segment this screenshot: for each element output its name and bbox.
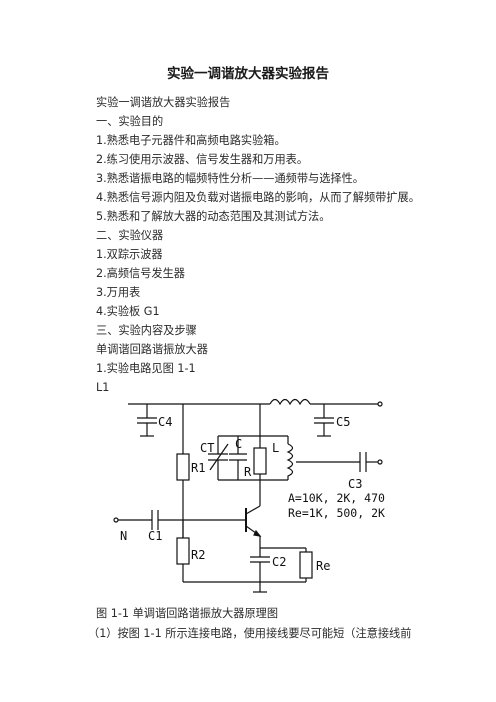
text-line: 2.练习使用示波器、信号发生器和万用表。 (96, 153, 309, 166)
text-line: 3.万用表 (96, 286, 141, 299)
label-ct: CT (200, 441, 214, 455)
transistor-collector (245, 505, 261, 515)
label-c5: C5 (336, 415, 350, 429)
supply-terminal (377, 401, 383, 407)
label-c2: C2 (272, 555, 286, 569)
ct-adjust-arrow (209, 443, 229, 471)
text-line: 2.高频信号发生器 (96, 267, 185, 280)
text-line: 二、实验仪器 (96, 229, 164, 242)
label-c1: C1 (148, 529, 162, 543)
text-line: 3.熟悉谐振电路的幅频特性分析——通频带与选择性。 (96, 172, 364, 185)
note-re-values: Re=1K, 500, 2K (288, 506, 385, 520)
text-line: L1 (96, 381, 110, 394)
text-line: 5.熟悉和了解放大器的动态范围及其测试方法。 (96, 210, 331, 223)
label-re: Re (316, 559, 330, 573)
paragraph-text: （1）按图 1-1 所示连接电路，使用接线要尽可能短（注意接线前 (88, 627, 412, 640)
text-line: 4.熟悉信号源内阻及负载对谐振电路的影响，从而了解频带扩展。 (96, 191, 420, 204)
output-terminal (377, 459, 383, 465)
emitter-arrow-icon (253, 529, 262, 537)
note-a-values: A=10K, 2K, 470 (288, 491, 385, 505)
label-r: R (244, 465, 252, 479)
text-line: 4.实验板 G1 (96, 305, 160, 318)
inductor-l (286, 443, 294, 480)
text-line: 1.双踪示波器 (96, 248, 163, 261)
text-line: 一、实验目的 (96, 115, 164, 128)
document-title: 实验一调谐放大器实验报告 (167, 66, 329, 82)
text-line: 1.熟悉电子元器件和高频电路实验箱。 (96, 134, 286, 147)
input-terminal (113, 517, 119, 523)
circuit-diagram: C4 C5 R1 CT C (113, 398, 385, 593)
label-c4: C4 (158, 415, 172, 429)
text-line: 单调谐回路谐振放大器 (96, 343, 208, 356)
text-line: 三、实验内容及步骤 (96, 324, 197, 337)
label-r1: R1 (191, 461, 205, 475)
inductor-l1 (269, 398, 311, 406)
label-n: N (120, 529, 127, 543)
text-line: 1.实验电路见图 1-1 (96, 362, 196, 375)
resistor-r (253, 447, 267, 475)
label-c: C (235, 437, 242, 451)
label-l: L (272, 441, 279, 455)
text-line: 实验一调谐放大器实验报告 (96, 96, 231, 109)
figure-caption: 图 1-1 单调谐回路谐振放大器原理图 (96, 607, 279, 620)
resistor-r1 (176, 453, 190, 481)
resistor-r2 (176, 537, 190, 565)
label-c3: C3 (348, 477, 362, 491)
resistor-re (299, 551, 313, 579)
label-r2: R2 (191, 548, 205, 562)
